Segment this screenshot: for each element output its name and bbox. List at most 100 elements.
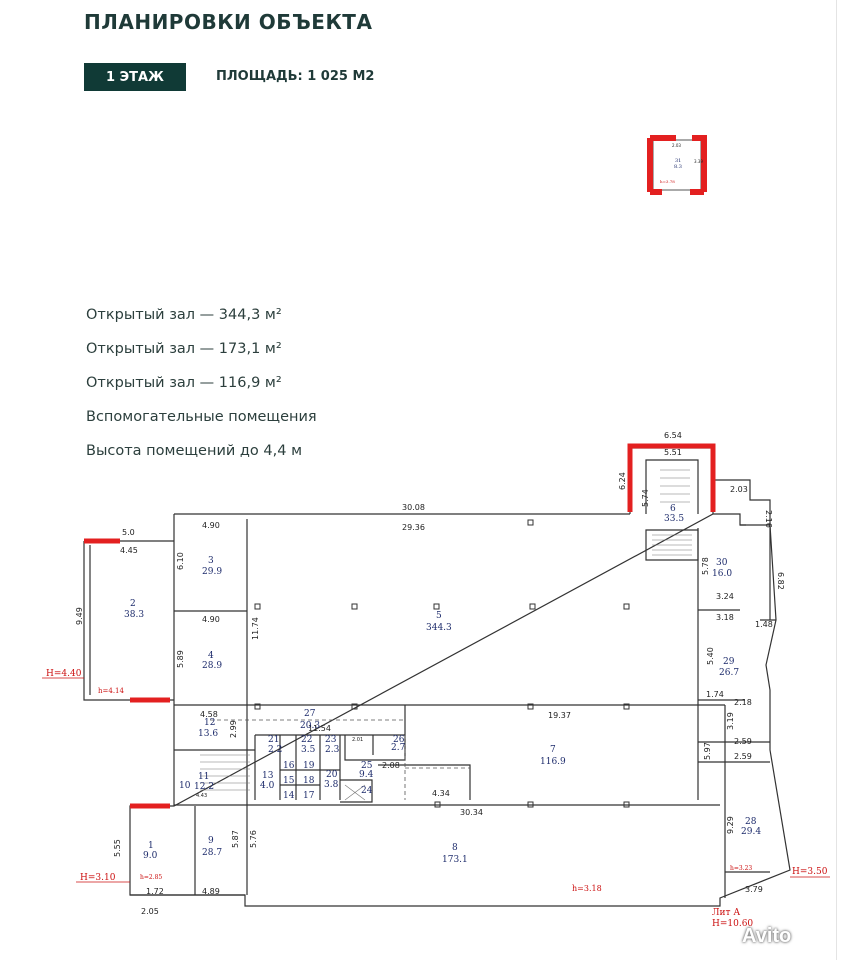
svg-text:4.0: 4.0 <box>260 781 275 791</box>
height-marks: H=4.40 h=4.14 H=3.10 h=2.85 h=3.18 h=3.2… <box>42 669 830 929</box>
svg-text:13.6: 13.6 <box>198 729 218 739</box>
svg-text:25: 25 <box>361 761 373 771</box>
svg-text:5.97: 5.97 <box>703 742 712 760</box>
legend: Открытый зал — 344,3 м² Открытый зал — 1… <box>86 305 317 475</box>
legend-item: Открытый зал — 116,9 м² <box>86 375 282 391</box>
svg-text:17: 17 <box>303 791 315 801</box>
svg-text:28.7: 28.7 <box>202 848 222 858</box>
svg-text:20: 20 <box>326 770 338 780</box>
svg-text:2: 2 <box>130 599 136 609</box>
svg-text:6.82: 6.82 <box>776 572 785 590</box>
svg-text:21: 21 <box>268 735 279 745</box>
svg-text:Лит А: Лит А <box>712 908 740 918</box>
svg-text:13: 13 <box>262 771 274 781</box>
svg-text:6.54: 6.54 <box>664 431 682 440</box>
svg-text:9.49: 9.49 <box>75 607 84 625</box>
dimension-labels: 6.54 5.51 6.24 5.74 2.03 2.16 30.08 29.3… <box>75 431 785 916</box>
svg-text:2.3: 2.3 <box>325 745 340 755</box>
svg-text:2.03: 2.03 <box>730 485 748 494</box>
svg-text:5.87: 5.87 <box>231 830 240 848</box>
svg-text:4.45: 4.45 <box>120 546 138 555</box>
svg-text:22: 22 <box>301 735 312 745</box>
legend-item: Вспомогательные помещения <box>86 409 317 425</box>
svg-text:3: 3 <box>208 556 214 566</box>
svg-text:29.4: 29.4 <box>741 827 761 837</box>
svg-text:5.74: 5.74 <box>641 489 650 507</box>
svg-text:3.18: 3.18 <box>716 613 734 622</box>
legend-item: Открытый зал — 173,1 м² <box>86 341 282 357</box>
svg-text:5.40: 5.40 <box>706 647 715 665</box>
svg-text:h=3.18: h=3.18 <box>572 884 602 893</box>
svg-text:29: 29 <box>723 657 735 667</box>
svg-text:4.89: 4.89 <box>202 887 220 896</box>
svg-text:H=3.50: H=3.50 <box>792 867 828 877</box>
legend-item: Высота помещений до 4,4 м <box>86 443 303 459</box>
svg-text:h=4.14: h=4.14 <box>98 687 125 695</box>
svg-text:5.78: 5.78 <box>701 557 710 575</box>
svg-text:27: 27 <box>304 709 316 719</box>
svg-text:28.9: 28.9 <box>202 661 222 671</box>
svg-text:16.0: 16.0 <box>712 569 732 579</box>
svg-text:116.9: 116.9 <box>540 757 566 767</box>
svg-text:14: 14 <box>283 791 295 801</box>
svg-text:3.24: 3.24 <box>716 592 734 601</box>
svg-text:12: 12 <box>204 718 215 728</box>
svg-text:6.24: 6.24 <box>618 472 627 490</box>
svg-text:29.36: 29.36 <box>402 523 425 532</box>
svg-text:2.01: 2.01 <box>352 737 363 743</box>
svg-text:20.3: 20.3 <box>300 721 320 731</box>
svg-text:26.7: 26.7 <box>719 668 739 678</box>
floor-tab[interactable]: 1 ЭТАЖ <box>84 63 186 91</box>
svg-text:28: 28 <box>745 817 757 827</box>
svg-text:8.3: 8.3 <box>674 164 682 170</box>
svg-text:h=3.23: h=3.23 <box>730 865 752 872</box>
svg-text:3.79: 3.79 <box>745 885 763 894</box>
svg-text:2.2: 2.2 <box>268 745 282 755</box>
svg-text:2.59: 2.59 <box>734 737 752 746</box>
svg-text:1.74: 1.74 <box>706 690 724 699</box>
svg-text:4.43: 4.43 <box>196 793 207 799</box>
svg-text:4.90: 4.90 <box>202 521 220 530</box>
svg-text:19: 19 <box>303 761 315 771</box>
svg-text:3.19: 3.19 <box>726 712 735 730</box>
svg-text:3.8: 3.8 <box>324 780 339 790</box>
svg-text:6.10: 6.10 <box>176 552 185 570</box>
svg-text:38.3: 38.3 <box>124 610 144 620</box>
svg-text:11.74: 11.74 <box>251 617 260 640</box>
svg-text:10: 10 <box>179 781 191 791</box>
svg-text:5.51: 5.51 <box>664 448 682 457</box>
page-title: ПЛАНИРОВКИ ОБЪЕКТА <box>84 10 373 34</box>
svg-text:2.59: 2.59 <box>734 752 752 761</box>
svg-text:2.18: 2.18 <box>734 698 752 707</box>
svg-text:2.08: 2.08 <box>382 761 400 770</box>
svg-text:1: 1 <box>148 841 154 851</box>
svg-text:173.1: 173.1 <box>442 855 468 865</box>
svg-text:9.0: 9.0 <box>143 851 158 861</box>
svg-text:h=2.85: h=2.85 <box>140 874 162 881</box>
svg-text:2.99: 2.99 <box>229 720 238 738</box>
svg-text:2.16: 2.16 <box>764 510 773 528</box>
svg-text:9: 9 <box>208 836 214 846</box>
room-labels: 1 9.0 2 38.3 3 29.9 4 28.9 5 344.3 6 33.… <box>124 504 761 865</box>
legend-item: Открытый зал — 344,3 м² <box>86 307 282 323</box>
svg-text:3.5: 3.5 <box>301 745 316 755</box>
inset-plan: 2.03 31 8.3 3.39 h=3.78 <box>647 135 707 195</box>
svg-text:30.34: 30.34 <box>460 808 483 817</box>
svg-text:9.29: 9.29 <box>726 816 735 834</box>
svg-text:344.3: 344.3 <box>426 623 452 633</box>
svg-text:19.37: 19.37 <box>548 711 571 720</box>
svg-text:H=10.60: H=10.60 <box>712 919 753 929</box>
svg-text:4.34: 4.34 <box>432 789 450 798</box>
svg-text:30: 30 <box>716 558 728 568</box>
svg-text:9.4: 9.4 <box>359 770 374 780</box>
svg-text:15: 15 <box>283 776 295 786</box>
svg-text:11.54: 11.54 <box>308 724 331 733</box>
svg-text:2.05: 2.05 <box>141 907 159 916</box>
svg-text:23: 23 <box>325 735 337 745</box>
svg-text:8: 8 <box>452 843 458 853</box>
svg-text:1.72: 1.72 <box>146 887 164 896</box>
svg-text:h=3.78: h=3.78 <box>660 179 675 184</box>
svg-text:29.9: 29.9 <box>202 567 222 577</box>
svg-text:H=4.40: H=4.40 <box>46 669 82 679</box>
svg-text:2.7: 2.7 <box>391 743 406 753</box>
